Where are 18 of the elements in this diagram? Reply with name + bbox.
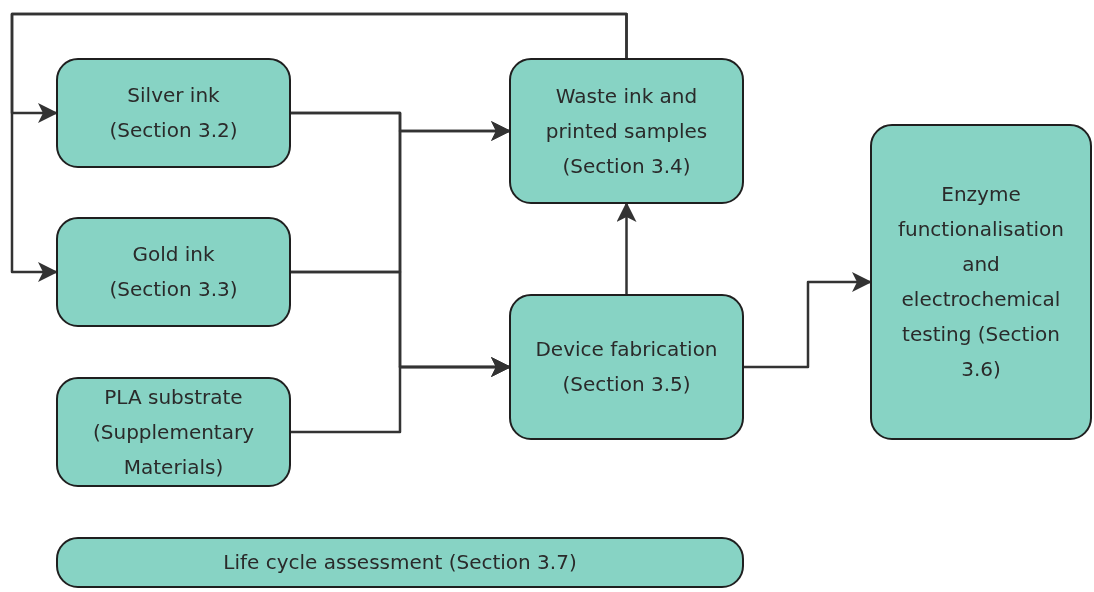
arrow: [616, 202, 637, 294]
process-box: [56, 537, 744, 588]
process-box: [56, 58, 291, 168]
process-box: [56, 217, 291, 327]
box-label: Life cycle assessment (Section 3.7): [222, 549, 578, 576]
box-label: PLA substrate (Supplementary Materials): [91, 383, 255, 481]
box-label: Enzyme functionalisation and electrochemical testing (Section 3.6): [896, 181, 1066, 383]
arrow: [291, 357, 511, 434]
arrow: [10, 12, 628, 282]
process-box: [870, 124, 1092, 440]
arrow: [744, 272, 872, 369]
process-box: [509, 58, 744, 204]
box-label: Gold ink (Section 3.3): [108, 241, 239, 303]
box-label: Silver ink (Section 3.2): [108, 82, 239, 144]
box-label: Waste ink and printed samples (Section 3.4): [544, 82, 709, 180]
process-box: [56, 377, 291, 487]
box-label: Device fabrication (Section 3.5): [534, 336, 719, 398]
process-box: [509, 294, 744, 440]
